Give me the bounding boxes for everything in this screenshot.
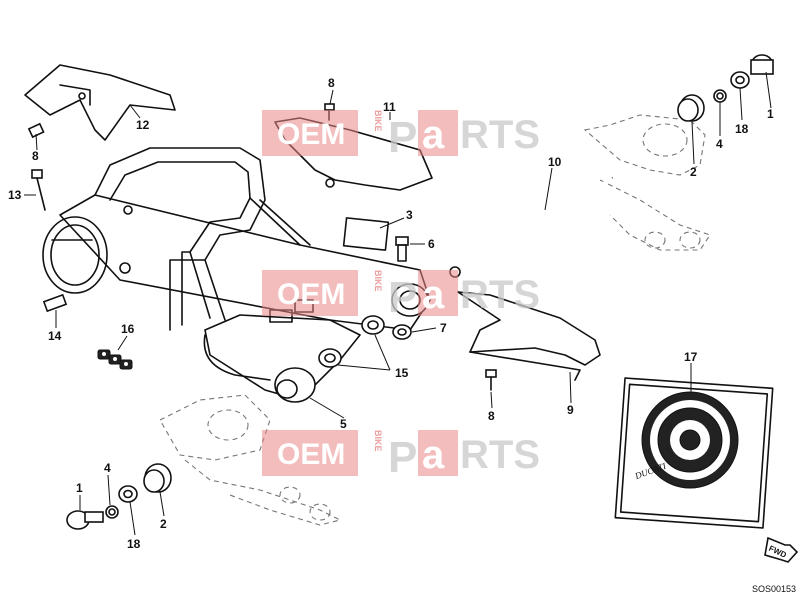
- callout-7: 7: [440, 321, 447, 335]
- fwd-arrow-icon: FWD: [764, 536, 799, 563]
- callout-17: 17: [684, 350, 698, 364]
- bushing-part-2-top[interactable]: [677, 94, 705, 122]
- callout-18-top: 18: [735, 122, 749, 136]
- svg-text:a: a: [422, 113, 445, 157]
- reference-code: SOS00153: [752, 584, 796, 594]
- callout-12: 12: [136, 118, 150, 132]
- callout-5: 5: [340, 417, 347, 431]
- callout-8-left: 8: [32, 149, 39, 163]
- callout-8-top: 8: [328, 76, 335, 90]
- callout-6: 6: [428, 237, 435, 251]
- washer-part-18-top[interactable]: [730, 71, 750, 89]
- svg-text:RTS: RTS: [460, 433, 540, 477]
- callout-2-bottom: 2: [160, 517, 167, 531]
- callout-1-top: 1: [767, 107, 774, 121]
- callout-16: 16: [121, 322, 135, 336]
- callout-3: 3: [406, 208, 413, 222]
- spacers-part-15[interactable]: [318, 315, 385, 368]
- svg-text:OEM: OEM: [277, 118, 345, 151]
- svg-text:BIKE: BIKE: [373, 270, 383, 292]
- svg-text:BIKE: BIKE: [373, 430, 383, 452]
- bolt-part-14[interactable]: [42, 293, 68, 313]
- frame-outline-lower-left: [159, 394, 342, 526]
- watermark-row-1: OEM BIKE P a RTS: [262, 110, 540, 162]
- chain-part-16[interactable]: [97, 349, 133, 370]
- callouts: 1 1 2 2 3 4 4 5 6 7 8 8 8 9 10 11 12 13 …: [8, 76, 774, 551]
- svg-text:OEM: OEM: [277, 278, 345, 311]
- callout-11: 11: [383, 100, 396, 114]
- frame-outline-upper-right: [583, 114, 711, 251]
- callout-4-bottom: 4: [104, 461, 111, 475]
- cap-bolt-part-1-bottom[interactable]: [66, 510, 104, 530]
- bolt-part-13[interactable]: [31, 169, 46, 211]
- washer-part-4-top[interactable]: [713, 89, 727, 103]
- screw-part-8-left[interactable]: [27, 122, 45, 139]
- pivot-shaft-part-10[interactable]: [449, 176, 613, 278]
- callout-10: 10: [548, 155, 562, 169]
- svg-text:RTS: RTS: [460, 273, 540, 317]
- screw-part-8-bottom[interactable]: [485, 369, 497, 391]
- svg-text:P: P: [388, 113, 417, 162]
- bushing-part-2-bottom[interactable]: [143, 463, 172, 493]
- callout-15: 15: [395, 366, 409, 380]
- callout-18-bottom: 18: [127, 537, 141, 551]
- chain-slider-part-9[interactable]: [457, 291, 601, 381]
- callout-8-bottom: 8: [488, 409, 495, 423]
- svg-text:P: P: [388, 433, 417, 482]
- svg-text:BIKE: BIKE: [373, 110, 383, 132]
- callout-2-top: 2: [690, 165, 697, 179]
- washer-part-18-bottom[interactable]: [118, 485, 138, 503]
- svg-text:OEM: OEM: [277, 438, 345, 471]
- callout-14: 14: [48, 329, 62, 343]
- sprocket-kit-part-17[interactable]: DUCATI: [614, 377, 774, 529]
- cap-bolt-part-1-top[interactable]: [750, 54, 774, 75]
- svg-text:a: a: [422, 433, 445, 477]
- nut-part-7[interactable]: [392, 324, 412, 340]
- svg-text:RTS: RTS: [460, 113, 540, 157]
- washer-part-4-bottom[interactable]: [105, 505, 119, 519]
- bolt-part-6[interactable]: [395, 236, 409, 262]
- decal-part-3[interactable]: [342, 217, 390, 251]
- svg-text:P: P: [388, 273, 417, 322]
- callout-13: 13: [8, 188, 22, 202]
- callout-1-bottom: 1: [76, 481, 83, 495]
- callout-4-top: 4: [716, 137, 723, 151]
- leader-lines: [24, 71, 772, 536]
- chain-guard-part-12[interactable]: [24, 64, 176, 141]
- callout-9: 9: [567, 403, 574, 417]
- svg-text:a: a: [422, 273, 445, 317]
- watermark-row-3: OEM BIKE P a RTS: [262, 430, 540, 482]
- watermark-row-2: OEM BIKE P a RTS: [262, 270, 540, 322]
